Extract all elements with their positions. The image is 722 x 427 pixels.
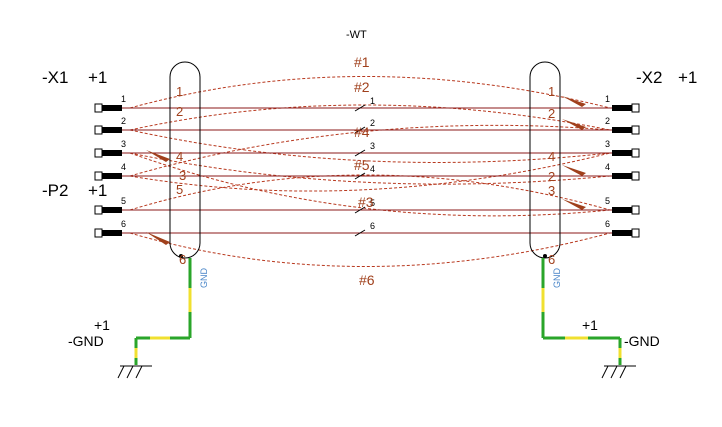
core-ticks [354, 104, 366, 237]
shield-right-num-3: 3 [548, 183, 555, 198]
ground-symbol-left-icon [117, 365, 152, 379]
shield-right-num-2: 2 [548, 106, 555, 121]
connector-p2-name: -P2 [42, 181, 68, 200]
ground-left-name: -GND [68, 333, 104, 349]
shield-left-num-1: 1 [176, 84, 183, 99]
shield-left-num-2: 2 [176, 104, 183, 119]
right-terminals [612, 103, 640, 238]
core-number-6: 6 [370, 221, 375, 231]
right-pin-4: 4 [605, 162, 610, 172]
core-number-3: 3 [370, 141, 375, 151]
connector-x1-name: -X1 [42, 68, 68, 87]
shield-right-num-1: 1 [548, 84, 555, 99]
ground-wire-left [134, 258, 192, 365]
left-pin-1: 1 [121, 94, 126, 104]
bundle-label-1: #1 [354, 54, 370, 70]
left-pin-4: 4 [121, 162, 126, 172]
core-number-2: 2 [370, 118, 375, 128]
connector-x2-name: -X2 [636, 68, 662, 87]
left-pin-6: 6 [121, 219, 126, 229]
junction-right [543, 254, 547, 258]
shield-left-num-6: 6 [179, 252, 186, 267]
core-number-4: 4 [370, 164, 375, 174]
connector-x1-plus: +1 [88, 68, 107, 87]
junction-left [179, 254, 183, 258]
core-number-1: 1 [370, 96, 375, 106]
ground-left-plus: +1 [94, 317, 110, 333]
connector-x2-plus: +1 [678, 68, 697, 87]
ground-right-plus: +1 [582, 317, 598, 333]
shield-left-num-5: 5 [176, 182, 183, 197]
shield-right-num-4: 4 [548, 149, 555, 164]
cable-tag: -WT [346, 29, 367, 41]
right-pin-1: 1 [605, 94, 610, 104]
left-terminals [94, 103, 122, 238]
bundle-label-6: #6 [359, 272, 375, 288]
connection-arrows [146, 96, 586, 245]
shield-right-num-6: 6 [548, 252, 555, 267]
gnd-label-left: GND [199, 268, 209, 289]
shield-left [169, 61, 201, 259]
core-number-5: 5 [370, 198, 375, 208]
gnd-label-right: GND [552, 268, 562, 289]
bundle-label-2: #2 [354, 79, 370, 95]
shield-right [529, 61, 561, 259]
right-pin-2: 2 [605, 116, 610, 126]
shield-right-num-2b: 2 [548, 169, 555, 184]
ground-symbol-right-icon [601, 365, 636, 379]
left-pin-2: 2 [121, 116, 126, 126]
right-pin-6: 6 [605, 219, 610, 229]
bundle-label-4: #4 [354, 124, 370, 140]
shield-left-num-4: 4 [176, 149, 183, 164]
left-pin-5: 5 [121, 196, 126, 206]
ground-wire-right [541, 258, 622, 365]
bundle-label-3: #3 [358, 194, 374, 210]
left-pin-3: 3 [121, 139, 126, 149]
ground-right-name: -GND [624, 333, 660, 349]
right-pin-3: 3 [605, 139, 610, 149]
right-pin-5: 5 [605, 196, 610, 206]
shield-left-num-3: 3 [179, 168, 186, 183]
bundle-label-5: #5 [354, 157, 370, 173]
connector-p2-plus: +1 [88, 181, 107, 200]
